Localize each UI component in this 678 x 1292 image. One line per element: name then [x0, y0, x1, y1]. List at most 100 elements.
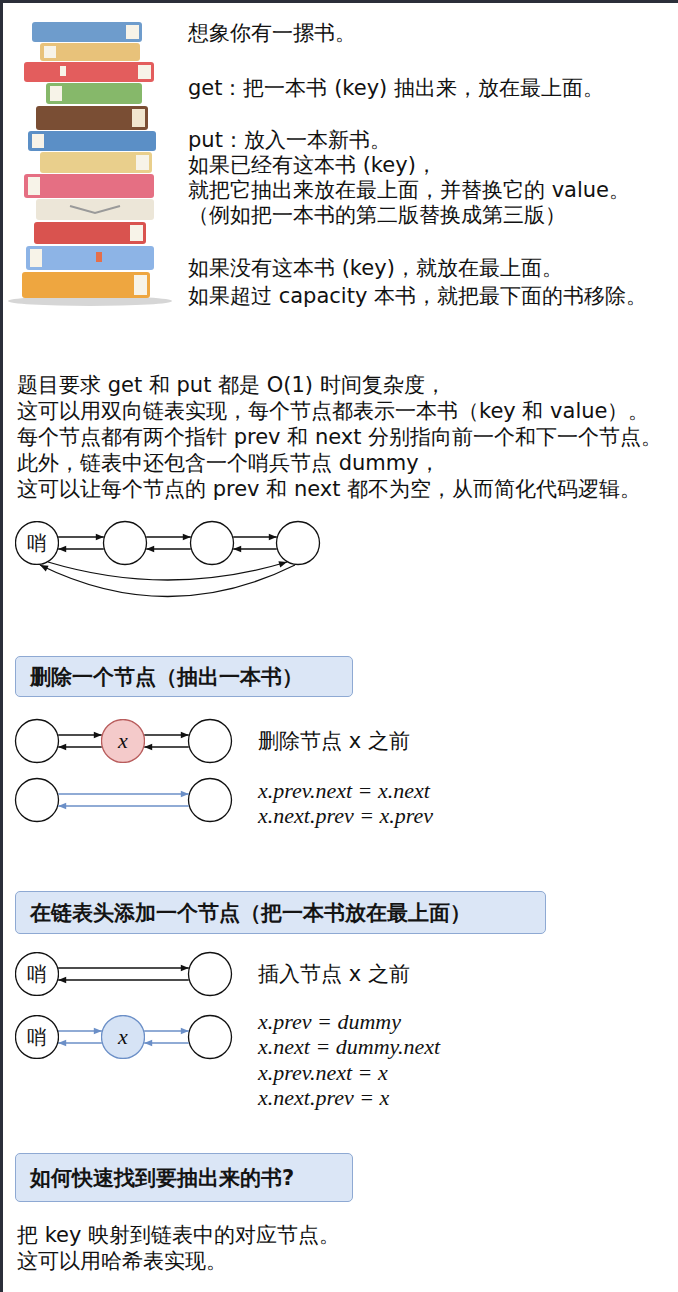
sentinel-node: 哨	[15, 1015, 59, 1059]
list-node	[16, 720, 59, 763]
book-cover	[40, 152, 152, 173]
book-ribbon	[70, 206, 120, 213]
node-label: 哨	[27, 531, 47, 555]
book-pages	[138, 65, 151, 79]
node-circle	[102, 1016, 145, 1059]
prev-pointer	[144, 746, 189, 747]
node-circle	[16, 522, 59, 565]
book-cover	[34, 222, 146, 244]
text-line: 此外，链表中还包含一个哨兵节点 dummy，	[17, 450, 440, 476]
list-pointers	[40, 537, 295, 1043]
text-line: 这可以用哈希表实现。	[17, 1248, 227, 1274]
prev-pointer	[58, 746, 102, 747]
wrap-pointer	[48, 562, 287, 580]
book-pages	[50, 86, 62, 101]
header-text: 如何快速找到要抽出来的书?	[30, 1164, 294, 1192]
text-line: 如果没有这本书 (key)，就放在最上面。	[188, 255, 563, 281]
sentinel-node: 哨	[15, 521, 59, 565]
pointer-arrow	[58, 1030, 102, 1031]
next-pointer	[58, 734, 102, 735]
text-line: 这可以用双向链表实现，每个节点都表示一本书（key 和 value）。	[17, 398, 649, 424]
formula-text: x.prev.next = x.next	[258, 778, 430, 804]
list-node	[189, 779, 232, 822]
pointer-arrow	[58, 1042, 102, 1043]
next-pointer	[144, 1030, 189, 1031]
text-line: 题目要求 get 和 put 都是 O(1) 时间复杂度，	[17, 372, 446, 398]
section-header: 删除一个节点（抽出一本书）	[15, 656, 353, 697]
text-line: 就把它抽出来放在最上面，并替换它的 value。	[188, 177, 630, 203]
prev-pointer	[146, 548, 191, 549]
book-pages	[32, 134, 44, 148]
text-line: 插入节点 x 之前	[258, 961, 410, 987]
next-pointer	[58, 536, 104, 537]
book-cover	[28, 131, 156, 151]
book-cover	[36, 106, 148, 130]
text-line: 每个节点都有两个指针 prev 和 next 分别指向前一个和下一个节点。	[17, 424, 662, 450]
next-pointer	[233, 536, 277, 537]
formula-text: x.next.prev = x	[258, 1085, 389, 1111]
list-node	[189, 1016, 232, 1059]
book-pages	[136, 155, 149, 170]
book-pages	[30, 249, 42, 267]
prev-pointer	[144, 1042, 189, 1043]
book-cover	[36, 199, 154, 220]
node-label: x	[118, 1025, 128, 1049]
list-node: x	[101, 719, 145, 763]
formula-text: x.next.prev = x.prev	[258, 803, 433, 829]
text-line: 把 key 映射到链表中的对应节点。	[17, 1222, 340, 1248]
frame-edge	[0, 0, 678, 3]
text-line: 删除节点 x 之前	[258, 728, 410, 754]
text-line: 如果已经有这本书 (key)，	[188, 152, 437, 178]
formula-text: x.next = dummy.next	[258, 1034, 440, 1060]
node-circle	[16, 953, 59, 996]
book-cover	[24, 174, 154, 198]
next-pointer	[144, 734, 189, 735]
book-cover	[26, 246, 154, 270]
node-circle	[102, 720, 145, 763]
book-pages	[134, 275, 147, 295]
list-node: x	[101, 1015, 145, 1059]
wrap-pointer	[40, 565, 295, 597]
node-label: 哨	[27, 962, 47, 986]
sentinel-node: 哨	[15, 952, 59, 996]
book-stack	[8, 22, 172, 306]
book-cover	[24, 62, 154, 82]
next-pointer	[58, 793, 189, 794]
node-label: 哨	[27, 1025, 47, 1049]
list-node	[189, 720, 232, 763]
prev-pointer	[58, 805, 189, 806]
next-pointer	[58, 967, 189, 968]
section-header: 在链表头添加一个节点（把一本书放在最上面）	[15, 891, 546, 934]
text-line: （例如把一本书的第二版替换成第三版）	[188, 202, 566, 228]
node-circle	[16, 1016, 59, 1059]
formula-text: x.prev.next = x	[258, 1060, 388, 1086]
book-cover	[22, 272, 150, 298]
list-node	[104, 522, 147, 565]
next-pointer	[146, 536, 191, 537]
list-node	[191, 522, 234, 565]
header-text: 在链表头添加一个节点（把一本书放在最上面）	[30, 899, 471, 927]
list-node	[189, 953, 232, 996]
book-cover	[32, 22, 142, 42]
header-text: 删除一个节点（抽出一本书）	[30, 663, 303, 691]
book-pages	[130, 225, 143, 241]
book-cover	[46, 83, 142, 104]
list-node	[277, 522, 320, 565]
book-mark	[96, 252, 102, 262]
text-line: 想象你有一摞书。	[188, 20, 356, 46]
text-line: put：放入一本新书。	[188, 127, 391, 153]
frame-edge	[0, 0, 3, 1292]
prev-pointer	[58, 548, 104, 549]
node-label: x	[118, 729, 128, 753]
prev-pointer	[233, 548, 277, 549]
book-mark	[60, 66, 66, 76]
text-line: 这可以让每个节点的 prev 和 next 都不为空，从而简化代码逻辑。	[17, 476, 641, 502]
formula-text: x.prev = dummy	[258, 1009, 401, 1035]
section-header: 如何快速找到要抽出来的书?	[15, 1153, 353, 1202]
book-pages	[132, 109, 145, 127]
book-cover	[40, 43, 140, 61]
list-node	[16, 779, 59, 822]
book-pages	[28, 177, 40, 195]
book-pages	[126, 25, 139, 39]
